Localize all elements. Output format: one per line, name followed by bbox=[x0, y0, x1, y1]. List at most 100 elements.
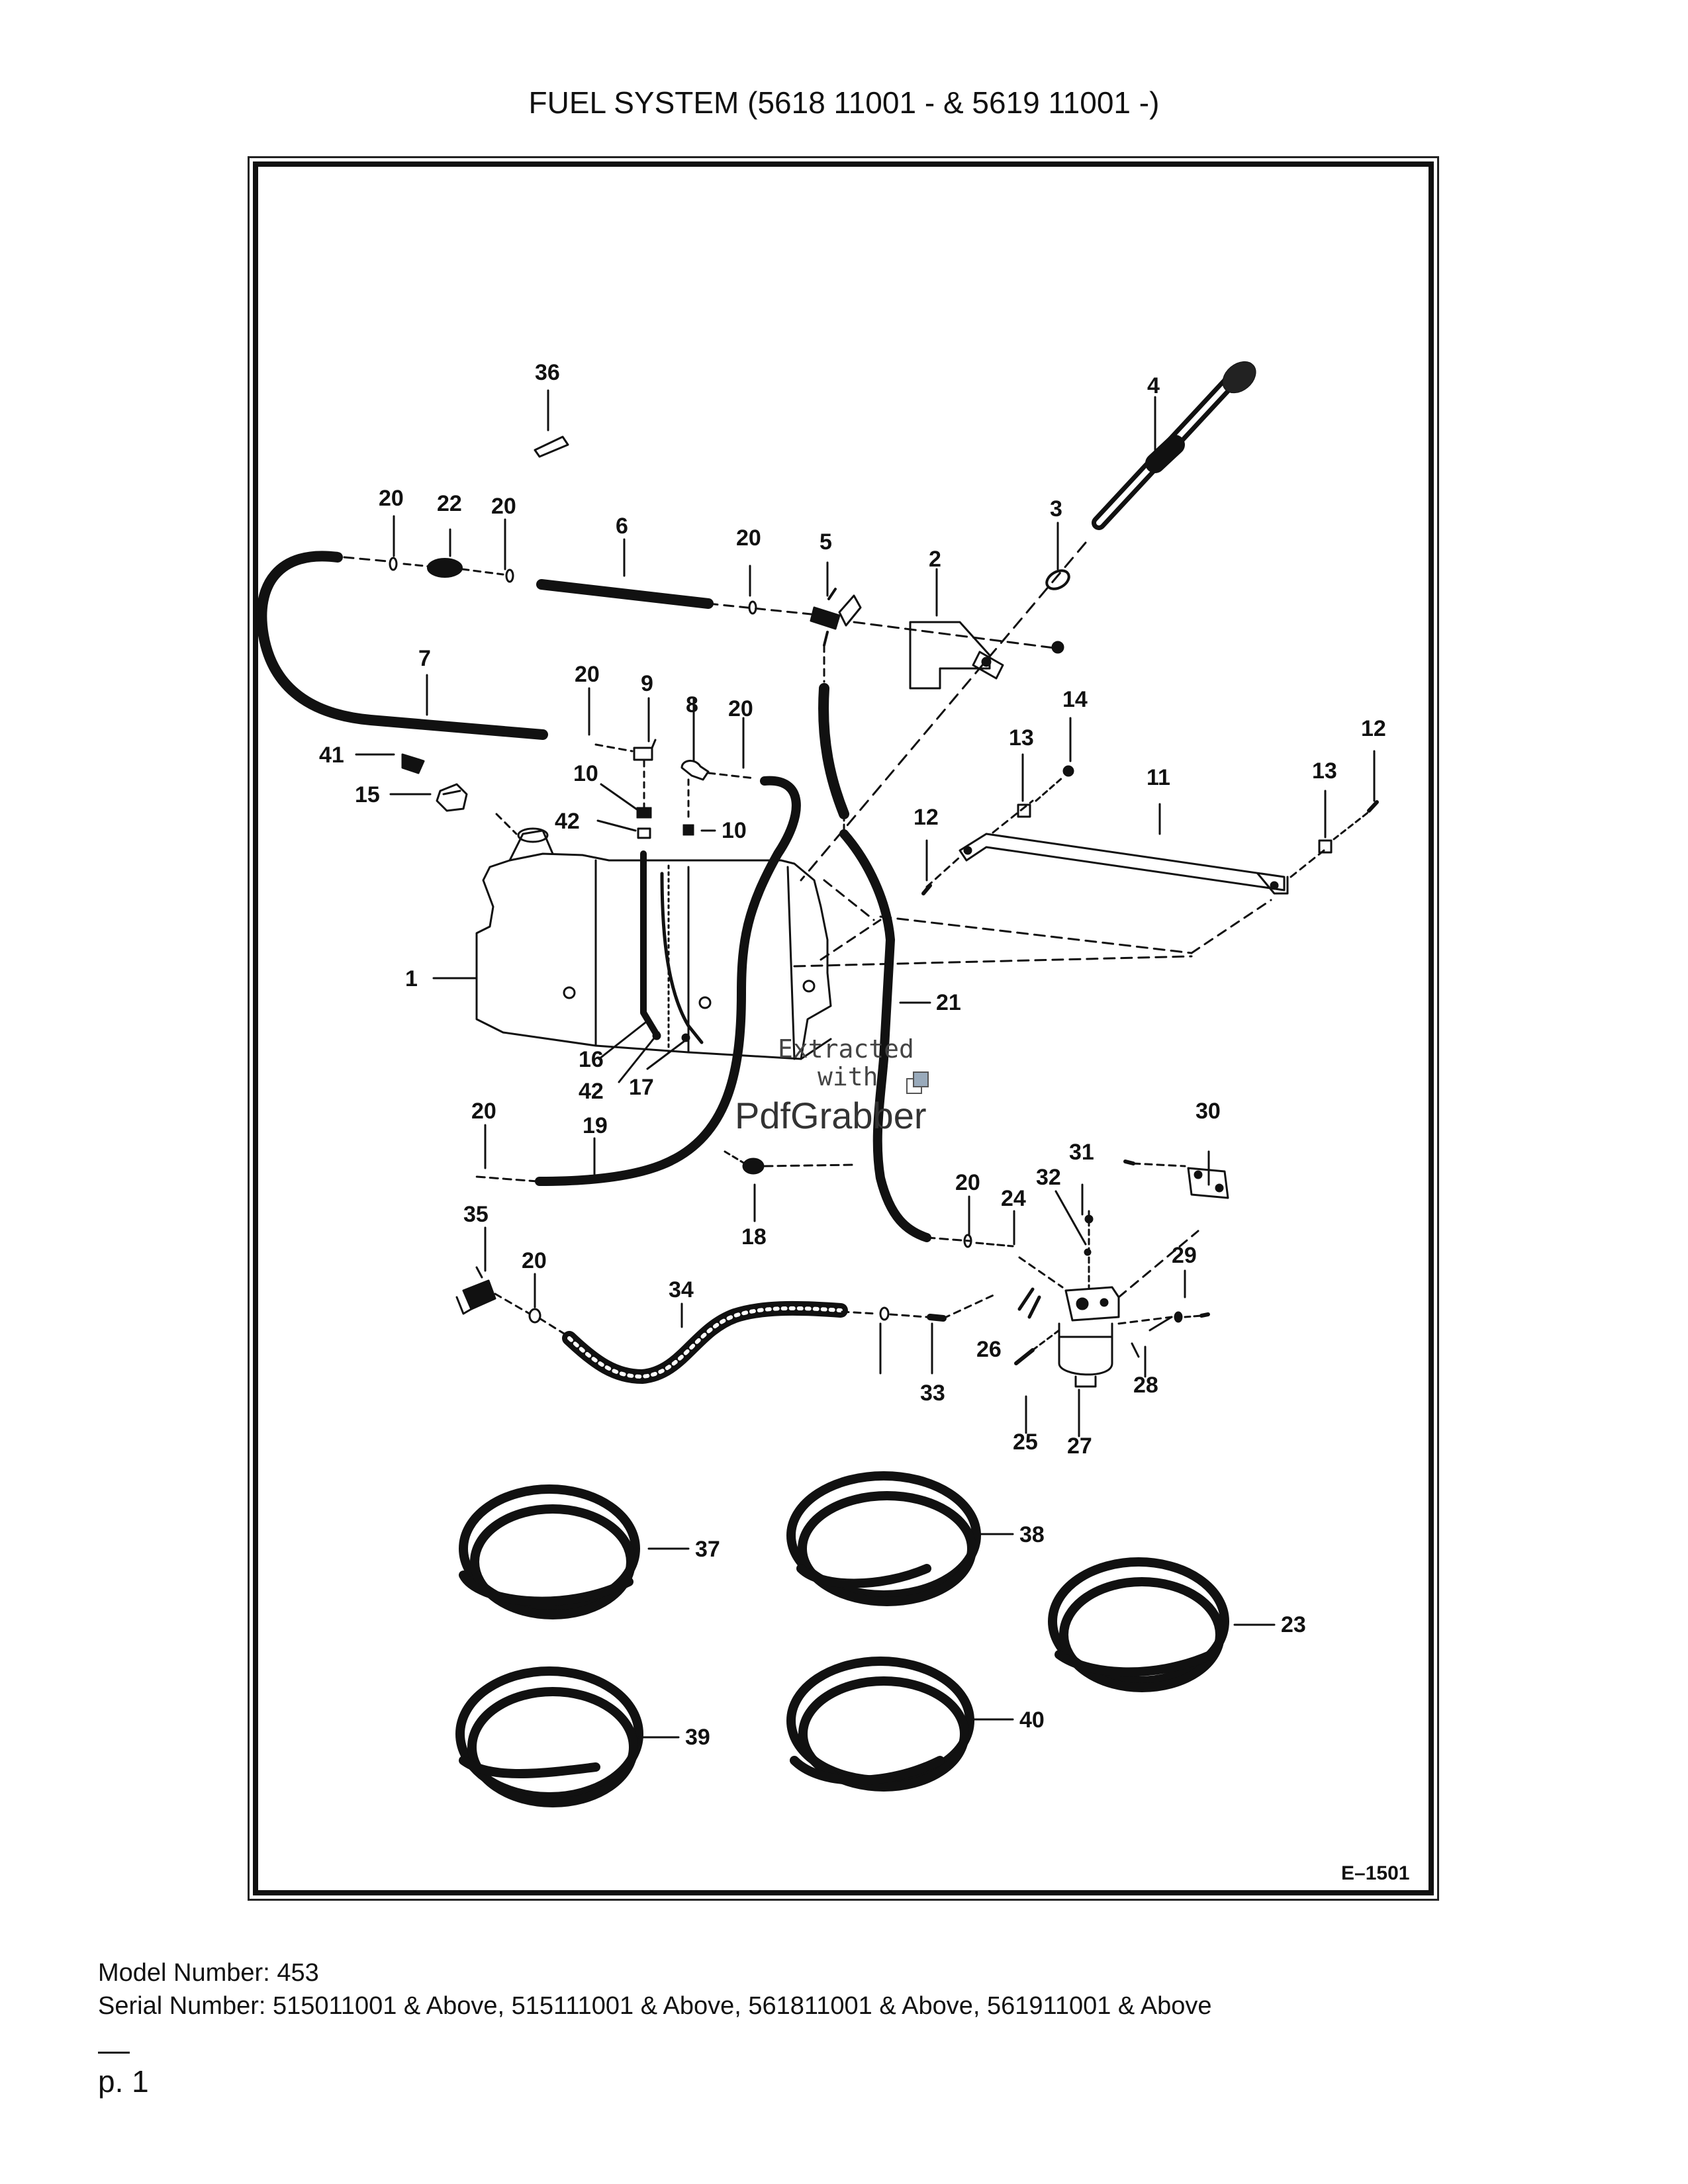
fill-tube bbox=[1092, 361, 1256, 530]
hose-coil-38 bbox=[786, 1471, 981, 1606]
callout: 6 bbox=[616, 514, 628, 539]
callout: 20 bbox=[728, 696, 753, 721]
callout: 17 bbox=[629, 1075, 654, 1100]
callout: 2 bbox=[929, 547, 941, 572]
callout: 15 bbox=[355, 782, 380, 807]
supply-hose bbox=[536, 579, 714, 609]
callout: 5 bbox=[820, 529, 832, 555]
leader-lines bbox=[355, 389, 1376, 1739]
callout: 14 bbox=[1062, 687, 1088, 712]
callout: 3 bbox=[1050, 496, 1062, 522]
page-divider bbox=[98, 2052, 130, 2054]
callout: 25 bbox=[1013, 1430, 1038, 1455]
callout: 20 bbox=[491, 494, 516, 519]
callout: 18 bbox=[741, 1224, 767, 1250]
watermark: Extracted with PdfGrabber bbox=[735, 1034, 929, 1136]
callout: 13 bbox=[1312, 758, 1337, 784]
diagram-frame bbox=[253, 161, 1434, 1895]
callout: 29 bbox=[1172, 1243, 1197, 1268]
fuel-tank bbox=[475, 827, 832, 1060]
washer-10 bbox=[636, 807, 652, 819]
callout: 27 bbox=[1067, 1433, 1092, 1459]
callout: 10 bbox=[573, 761, 598, 786]
callout: 39 bbox=[685, 1725, 710, 1750]
pickup-tube bbox=[640, 850, 659, 1036]
hose-coil-37 bbox=[459, 1484, 640, 1619]
callout: 20 bbox=[471, 1099, 496, 1124]
elbow-fitting-9 bbox=[633, 739, 657, 761]
callout: 20 bbox=[575, 662, 600, 687]
plug-18 bbox=[742, 1158, 765, 1175]
callout: 31 bbox=[1069, 1140, 1094, 1165]
watermark-line3: PdfGrabber bbox=[735, 1095, 927, 1136]
callout: 12 bbox=[914, 805, 939, 830]
callout: 40 bbox=[1019, 1707, 1045, 1733]
grommet-15 bbox=[436, 783, 468, 812]
fuel-hose-21 bbox=[818, 683, 849, 819]
fuel-hose-34 bbox=[562, 1300, 848, 1384]
callout: 23 bbox=[1281, 1612, 1306, 1637]
model-number: Model Number: 453 bbox=[98, 1959, 319, 1987]
callout: 28 bbox=[1133, 1373, 1158, 1398]
washer-13b bbox=[1318, 839, 1333, 854]
callout: 20 bbox=[736, 525, 761, 551]
bracket-nut bbox=[1051, 641, 1064, 654]
callout: 20 bbox=[522, 1248, 547, 1273]
callout-labels: 36 4 3 20 22 20 6 20 5 2 7 20 9 8 20 14 … bbox=[319, 360, 1386, 1750]
o-ring bbox=[1045, 569, 1070, 590]
fill-bracket bbox=[909, 621, 1004, 690]
callout: 41 bbox=[319, 743, 344, 768]
inline-filter bbox=[427, 558, 463, 578]
callout: 38 bbox=[1019, 1522, 1045, 1547]
figure-reference: E–1501 bbox=[1341, 1862, 1409, 1884]
clip-36 bbox=[534, 435, 569, 458]
callout: 42 bbox=[555, 809, 580, 834]
callout: 16 bbox=[579, 1047, 604, 1072]
callout: 24 bbox=[1001, 1186, 1026, 1211]
shutoff-valve bbox=[810, 588, 862, 647]
callout: 22 bbox=[437, 491, 462, 516]
nut-14 bbox=[1062, 765, 1074, 777]
callout: 20 bbox=[955, 1170, 980, 1195]
watermark-line1: Extracted bbox=[778, 1034, 914, 1064]
tank-strap bbox=[959, 833, 1289, 895]
serial-number: Serial Number: 515011001 & Above, 515111… bbox=[98, 1992, 1212, 2020]
fitting-35 bbox=[455, 1266, 496, 1315]
callout: 37 bbox=[695, 1537, 720, 1562]
washer-13a bbox=[1017, 803, 1031, 818]
callout: 30 bbox=[1196, 1099, 1221, 1124]
callout: 10 bbox=[722, 818, 747, 843]
callout: 12 bbox=[1361, 716, 1386, 741]
filter-bracket bbox=[1187, 1167, 1229, 1199]
callout: 21 bbox=[936, 990, 961, 1015]
elbow-fitting-8 bbox=[680, 760, 710, 781]
callout: 42 bbox=[579, 1079, 604, 1104]
callout: 35 bbox=[463, 1202, 489, 1227]
hose-coil-39 bbox=[455, 1666, 643, 1807]
callout: 7 bbox=[418, 646, 431, 671]
callout: 1 bbox=[405, 966, 418, 991]
return-hose bbox=[256, 551, 548, 740]
callout: 34 bbox=[669, 1277, 694, 1302]
breather-41 bbox=[401, 753, 425, 774]
callout: 9 bbox=[641, 671, 653, 696]
callout: 19 bbox=[583, 1113, 608, 1138]
callout: 36 bbox=[535, 360, 560, 385]
hose-coil-40 bbox=[786, 1657, 974, 1792]
callout: 4 bbox=[1147, 373, 1160, 398]
callout: 13 bbox=[1009, 725, 1034, 751]
callout: 33 bbox=[920, 1381, 945, 1406]
callout: 20 bbox=[379, 486, 404, 511]
page-title: FUEL SYSTEM (5618 11001 - & 5619 11001 -… bbox=[528, 85, 1160, 120]
fuel-filter bbox=[1017, 1286, 1120, 1388]
watermark-line2: with bbox=[818, 1062, 878, 1091]
o-ring-42 bbox=[637, 827, 651, 839]
diagram-frame-outer bbox=[248, 156, 1439, 1901]
return-hose-19 bbox=[535, 776, 801, 1186]
callout: 32 bbox=[1036, 1165, 1061, 1190]
callout: 26 bbox=[976, 1337, 1002, 1362]
hose-coil-23 bbox=[1048, 1557, 1229, 1692]
callout: 8 bbox=[686, 692, 698, 717]
page-number: p. 1 bbox=[98, 2064, 149, 2099]
